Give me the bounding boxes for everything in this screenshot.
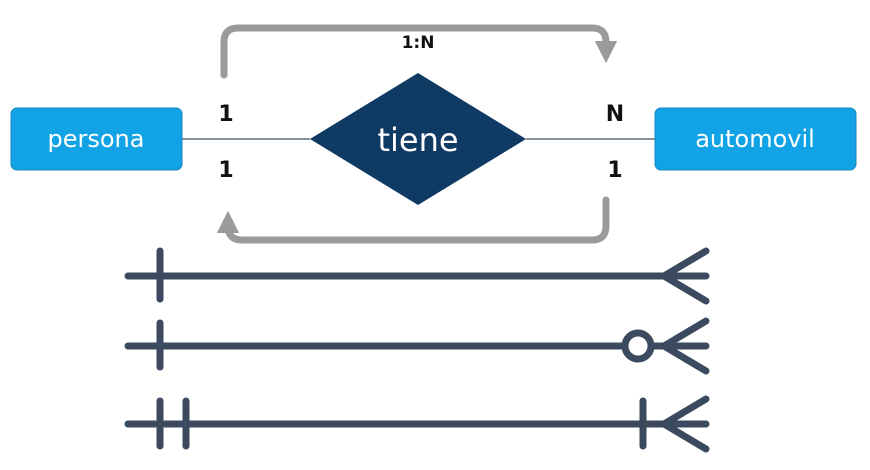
entity-persona[interactable]: persona (10, 107, 183, 171)
entity-persona-box (10, 107, 183, 171)
relationship-tiene[interactable]: tiene (310, 73, 526, 205)
entity-automovil-label: automovil (695, 125, 815, 153)
top-direction-arrow (220, 24, 618, 79)
entity-persona-label: persona (48, 125, 145, 153)
notation-one-to-many (124, 247, 710, 305)
notation-one-to-zero-or-many (124, 317, 710, 375)
cardinality-right-bottom: 1 (607, 158, 622, 183)
cardinality-left-top: 1 (218, 102, 233, 127)
cardinality-left-bottom: 1 (218, 158, 233, 183)
relationship-label: tiene (377, 121, 458, 159)
notation-line-1-crows-foot (657, 247, 710, 305)
relationship-diamond (310, 73, 526, 205)
entity-automovil[interactable]: automovil (654, 107, 857, 171)
notation-one-only-to-one-or-many (124, 395, 710, 453)
cardinality-right-top: N (606, 102, 624, 127)
entity-automovil-box (654, 107, 857, 171)
notation-line-2-zero-circle (621, 329, 655, 363)
notation-line-2-crows-foot (657, 317, 710, 375)
notation-line-3-crows-foot (657, 395, 710, 453)
ratio-label: 1:N (402, 33, 435, 53)
bottom-direction-arrow (216, 196, 610, 244)
